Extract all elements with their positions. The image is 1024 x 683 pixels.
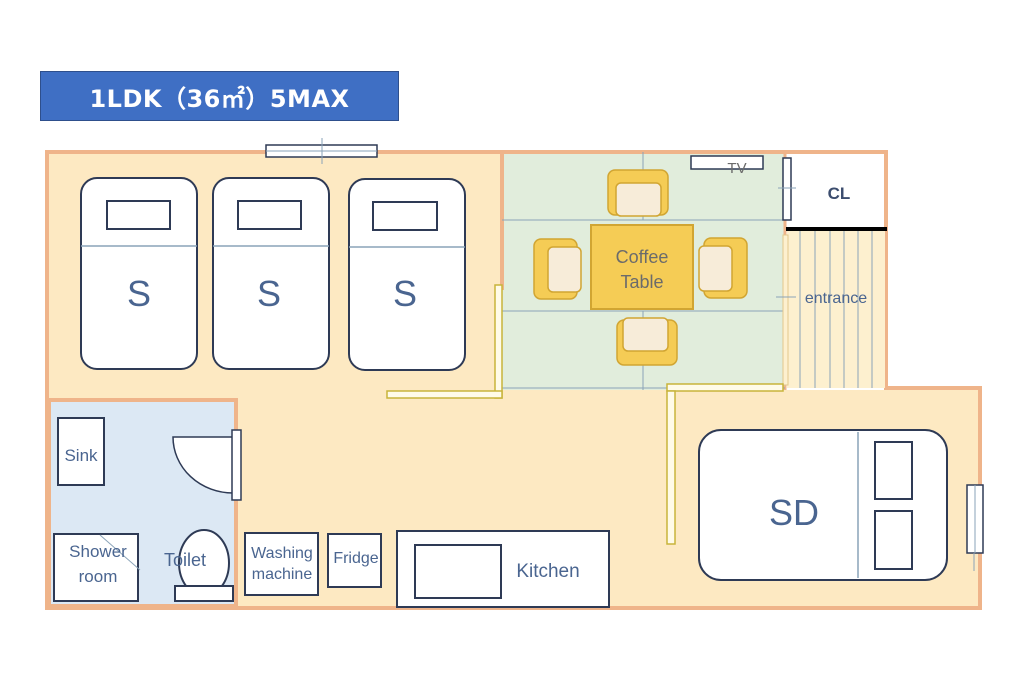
bed-label: S: [257, 273, 281, 314]
double-bed: SD: [698, 429, 948, 581]
floorplan-title: 1LDK（36㎡）5MAX: [89, 84, 350, 113]
pillow-icon: [237, 200, 302, 230]
kitchen-label: Kitchen: [516, 561, 579, 582]
sink-label: Sink: [64, 446, 98, 465]
sliding-partition: [666, 390, 676, 545]
chair-bottom: [616, 317, 678, 366]
sink: [57, 417, 105, 486]
chair-top: [607, 169, 669, 217]
single-bed: S: [212, 177, 330, 370]
pillow-icon: [372, 201, 438, 231]
washer-label-line2: machine: [252, 566, 313, 583]
kitchen-sink: [414, 544, 502, 599]
coffee-table-label-line2: Table: [620, 272, 663, 292]
closet-door: [782, 157, 792, 221]
tv-icon: [690, 155, 764, 170]
chair-right: [698, 237, 748, 299]
entrance-door[interactable]: [782, 234, 789, 386]
coffee-table: [590, 224, 694, 310]
pillow-icon: [874, 441, 913, 500]
shower-room: [53, 533, 139, 602]
single-bed: S: [80, 177, 198, 370]
sliding-partition: [386, 390, 503, 399]
shower-label-line1: Shower: [69, 542, 127, 561]
bathroom-door[interactable]: [231, 429, 242, 501]
tv-label: TV: [727, 160, 746, 177]
bed-label: S: [127, 273, 151, 314]
washer-label-line1: Washing: [251, 545, 313, 562]
pillow-icon: [874, 510, 913, 570]
entrance-lines: [799, 231, 873, 388]
entrance-floor: [787, 231, 885, 388]
double-bed-label: SD: [769, 492, 819, 533]
shower-label-line2: room: [79, 567, 118, 586]
toilet-label: Toilet: [164, 550, 206, 570]
closet-label: CL: [828, 184, 851, 203]
fridge-label: Fridge: [333, 550, 378, 567]
fridge: [327, 533, 382, 588]
chair-left: [533, 238, 582, 300]
closet: [788, 154, 884, 228]
sliding-partition: [666, 383, 784, 392]
bed-label: S: [393, 273, 417, 314]
single-bed: S: [348, 178, 466, 371]
entrance-label: entrance: [805, 290, 867, 307]
pillow-icon: [106, 200, 171, 230]
floorplan-title-banner: 1LDK（36㎡）5MAX: [40, 71, 399, 121]
toilet-tank: [174, 585, 234, 602]
coffee-table-label-line1: Coffee: [616, 247, 669, 267]
washing-machine: [244, 532, 319, 596]
sliding-partition: [494, 284, 503, 399]
